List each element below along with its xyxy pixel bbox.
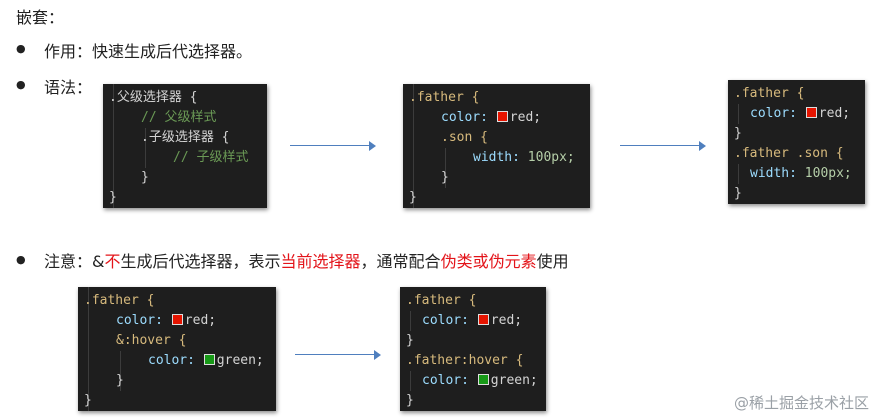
code-block-css-output: .father { color: red; } .father .son { w… bbox=[728, 80, 865, 204]
watermark: @稀土掘金技术社区 bbox=[733, 394, 869, 412]
green-swatch bbox=[477, 374, 489, 385]
indent-guide bbox=[738, 164, 739, 184]
code-block-hover-output: .father { color: red; } .father:hover { … bbox=[400, 287, 546, 411]
bullet-purpose-text: 快速生成后代选择器。 bbox=[92, 42, 253, 61]
bullet-dot: ● bbox=[16, 253, 26, 266]
code-line: .father { bbox=[734, 86, 805, 101]
note-text: ，通常配合 bbox=[360, 252, 441, 271]
code-line: // 子级样式 bbox=[173, 150, 249, 165]
code-line: color: green; bbox=[422, 373, 538, 388]
code-line: color: red; bbox=[750, 106, 851, 121]
red-swatch bbox=[805, 107, 817, 118]
bullet-dot: ● bbox=[16, 42, 26, 55]
code-line: color: red; bbox=[116, 313, 217, 328]
code-line: } bbox=[141, 170, 149, 185]
code-line: &:hover { bbox=[116, 333, 187, 348]
code-line: .father { bbox=[406, 293, 477, 308]
indent-guide bbox=[445, 148, 446, 188]
bullet-purpose-label: 作用： bbox=[44, 42, 93, 61]
indent-guide bbox=[113, 84, 114, 208]
indent-guide bbox=[738, 104, 739, 124]
section-heading: 嵌套： bbox=[16, 8, 65, 27]
code-line: } bbox=[84, 393, 92, 408]
code-line: color: red; bbox=[422, 313, 523, 328]
note-highlight: 伪类或伪元素 bbox=[440, 252, 537, 271]
code-line: width: 100px; bbox=[750, 166, 852, 181]
indent-guide bbox=[413, 84, 414, 208]
code-line: // 父级样式 bbox=[141, 110, 217, 125]
code-line: .father .son { bbox=[734, 146, 844, 161]
bullet-purpose: 作用：快速生成后代选择器。 bbox=[44, 38, 252, 62]
code-line: .子级选择器 { bbox=[141, 130, 230, 145]
code-line: } bbox=[116, 373, 124, 388]
code-line: } bbox=[734, 186, 742, 201]
indent-guide bbox=[88, 287, 89, 411]
code-line: color: green; bbox=[148, 353, 264, 368]
arrow-right bbox=[290, 140, 376, 152]
code-line: .father:hover { bbox=[406, 353, 524, 368]
bullet-syntax-label: 语法： bbox=[44, 78, 93, 97]
indent-guide bbox=[410, 371, 411, 391]
code-line: } bbox=[734, 126, 742, 141]
code-block-syntax: .父级选择器 { // 父级样式 .子级选择器 { // 子级样式 } } bbox=[103, 84, 267, 208]
code-line: .父级选择器 { bbox=[109, 90, 198, 105]
bullet-note: 注意：&不生成后代选择器，表示当前选择器，通常配合伪类或伪元素使用 bbox=[44, 248, 569, 272]
code-line: width: 100px; bbox=[473, 150, 575, 165]
code-line: .father { bbox=[84, 293, 155, 308]
code-line: } bbox=[406, 333, 414, 348]
arrow-right bbox=[295, 349, 381, 361]
bullet-note-label: 注意： bbox=[44, 252, 93, 271]
note-text: 使用 bbox=[536, 252, 569, 271]
arrow-right bbox=[620, 140, 706, 152]
note-text: & bbox=[92, 252, 105, 271]
bullet-dot: ● bbox=[16, 78, 26, 91]
red-swatch bbox=[171, 314, 183, 325]
code-line: color: red; bbox=[441, 110, 542, 125]
indent-guide bbox=[410, 311, 411, 331]
note-text: 生成后代选择器，表示 bbox=[120, 252, 281, 271]
code-line: .father { bbox=[409, 90, 480, 105]
code-block-ampersand-hover: .father { color: red; &:hover { color: g… bbox=[78, 287, 276, 411]
red-swatch bbox=[477, 314, 489, 325]
code-line: } bbox=[409, 190, 417, 205]
code-block-less-nested: .father { color: red; .son { width: 100p… bbox=[403, 84, 590, 208]
note-highlight: 当前选择器 bbox=[280, 252, 361, 271]
code-line: } bbox=[441, 170, 449, 185]
red-swatch bbox=[496, 111, 508, 122]
code-line: .son { bbox=[441, 130, 488, 145]
indent-guide bbox=[145, 128, 146, 168]
green-swatch bbox=[203, 354, 215, 365]
note-highlight: 不 bbox=[104, 252, 121, 271]
indent-guide bbox=[120, 351, 121, 391]
code-line: } bbox=[406, 393, 414, 408]
code-line: } bbox=[109, 190, 117, 205]
